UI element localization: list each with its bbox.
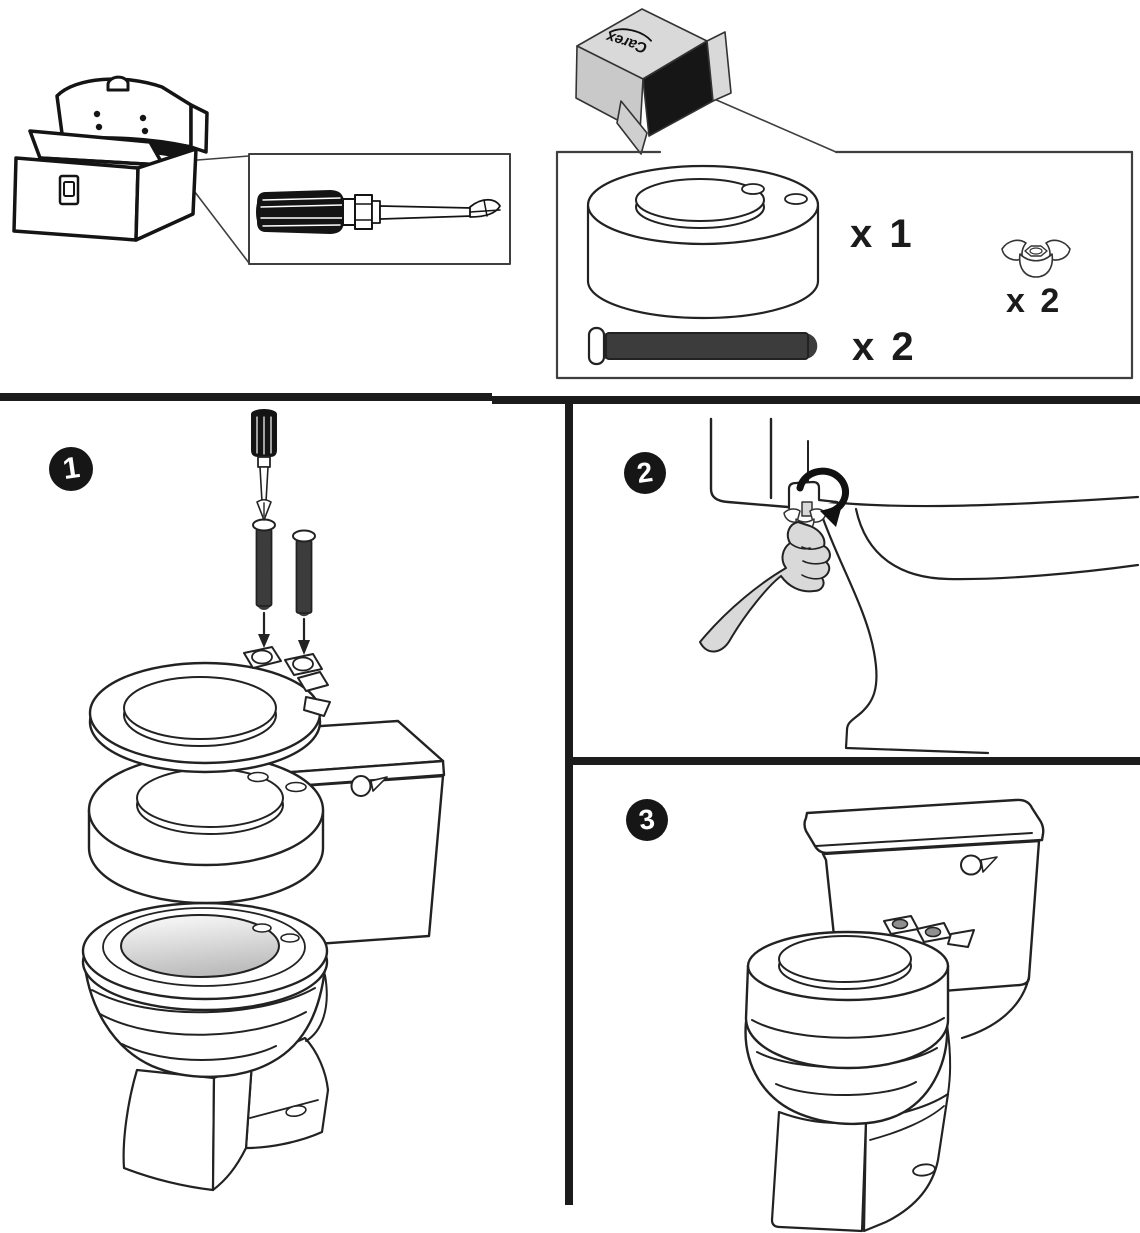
wing-nut-qty-label: x 2 [1006, 282, 1063, 320]
step1-number: 1 [60, 451, 82, 487]
step2-badge: 2 [624, 452, 666, 494]
step3-badge: 3 [626, 799, 668, 841]
shipping-box-icon: Carex [575, 8, 732, 155]
hand [699, 521, 831, 653]
bolt-insert-arrows [252, 518, 316, 655]
step1-badge: 1 [49, 447, 93, 491]
parts-callout-line [704, 94, 837, 153]
seat-riser-part-icon [586, 164, 820, 320]
screwdriver-step1 [251, 409, 277, 521]
bolt-part-icon [587, 326, 819, 366]
divider-top-right [492, 396, 1140, 404]
divider-top-left [0, 393, 492, 401]
step1-illustration [81, 409, 446, 1192]
bolt-qty-label: x 2 [852, 325, 917, 369]
divider-vertical [565, 401, 573, 1205]
step2-illustration [699, 417, 1140, 755]
toolbox-icon [12, 75, 209, 242]
wing-nut-part-icon [1001, 239, 1071, 278]
phillips-screwdriver-icon [256, 190, 501, 234]
riser-qty-label: x 1 [850, 212, 915, 256]
step3-number: 3 [637, 803, 657, 836]
step2-number: 2 [635, 456, 655, 489]
step3-illustration [744, 798, 1045, 1233]
divider-middle-right [565, 757, 1140, 765]
rotate-arrow [796, 467, 849, 527]
parts-box-frame [555, 150, 1134, 380]
